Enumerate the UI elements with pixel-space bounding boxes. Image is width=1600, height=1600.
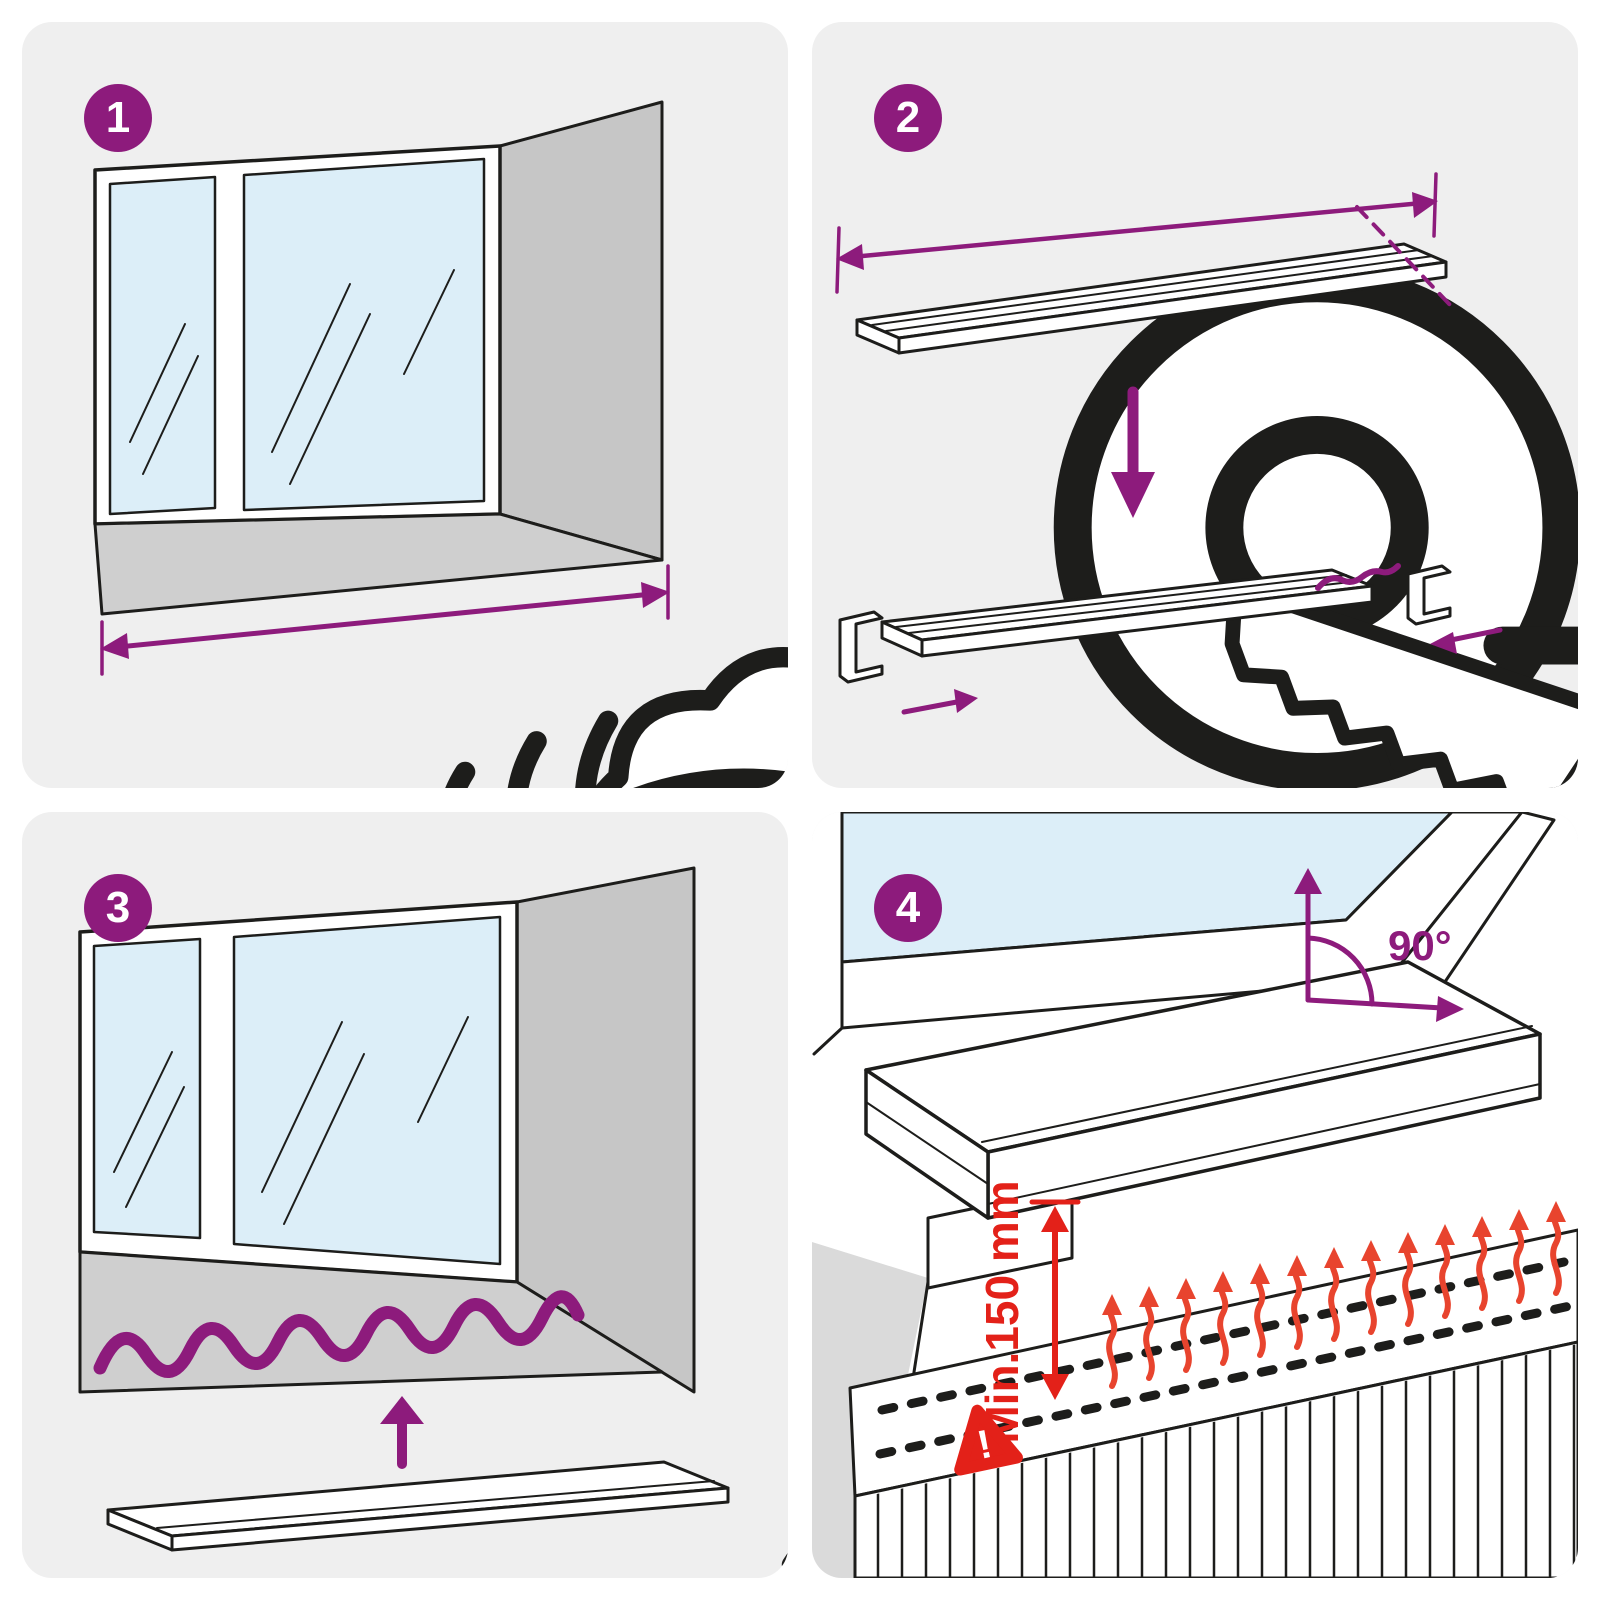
down-arrow <box>1111 386 1155 518</box>
step-2-illustration <box>835 172 1578 788</box>
window-glass-right <box>242 157 486 512</box>
step-1-panel: 1 <box>22 22 788 788</box>
end-cap-right <box>1406 564 1452 626</box>
wall-corner-line <box>812 1026 844 1056</box>
step-badge: 2 <box>874 84 942 152</box>
length-dimension-arrow <box>835 172 1438 294</box>
end-cap-left <box>838 610 884 684</box>
step-number: 2 <box>895 93 921 142</box>
step-badge: 3 <box>84 874 152 942</box>
step-number: 3 <box>105 883 131 932</box>
window-sill-surface <box>93 512 664 616</box>
cap-arrow-left <box>901 689 978 715</box>
angle-label: 90° <box>1388 922 1452 969</box>
step-4-illustration: 90° Min.150 mm ! <box>812 812 1578 1578</box>
step-4-panel: 90° Min.150 mm ! 4 <box>812 812 1578 1578</box>
step-3-illustration <box>78 866 788 1578</box>
cap-arrow-right <box>1430 627 1503 654</box>
installed-sill <box>864 960 1542 1220</box>
sill-board-full <box>855 242 1448 355</box>
window-recess <box>93 100 664 616</box>
step-badge: 4 <box>874 874 942 942</box>
adhesive-squiggle <box>93 1290 585 1378</box>
step-1-illustration <box>93 100 788 788</box>
step-badge: 1 <box>84 84 152 152</box>
min-distance-label: Min.150 mm <box>976 1180 1028 1443</box>
warning-triangle-icon: ! <box>954 1404 1023 1476</box>
glass-reflection-lines <box>129 269 455 485</box>
up-arrow <box>380 1396 424 1469</box>
cleaning-hand-icon <box>447 588 788 788</box>
sill-board <box>106 1460 730 1552</box>
adhesive-bead <box>1315 563 1401 591</box>
width-measure-arrow <box>100 564 670 676</box>
min-distance-annotation: Min.150 mm <box>976 1180 1081 1444</box>
sill-board-cut <box>880 568 1374 658</box>
window-glass-left <box>108 175 217 516</box>
step-3-panel: 3 <box>22 812 788 1578</box>
step-2-panel: 2 <box>812 22 1578 788</box>
window-glass-left <box>92 937 202 1240</box>
step-number: 4 <box>895 883 921 932</box>
glass-reflection-lines <box>113 1016 469 1225</box>
angle-annotation: 90° <box>1294 868 1464 1022</box>
cut-dashed-line <box>1355 205 1454 309</box>
window-recess <box>78 866 696 1394</box>
step-number: 1 <box>105 93 131 142</box>
radiator-grille-row <box>877 1257 1569 1415</box>
caulk-gun-icon <box>730 1054 788 1578</box>
window-glass-right <box>232 915 502 1266</box>
